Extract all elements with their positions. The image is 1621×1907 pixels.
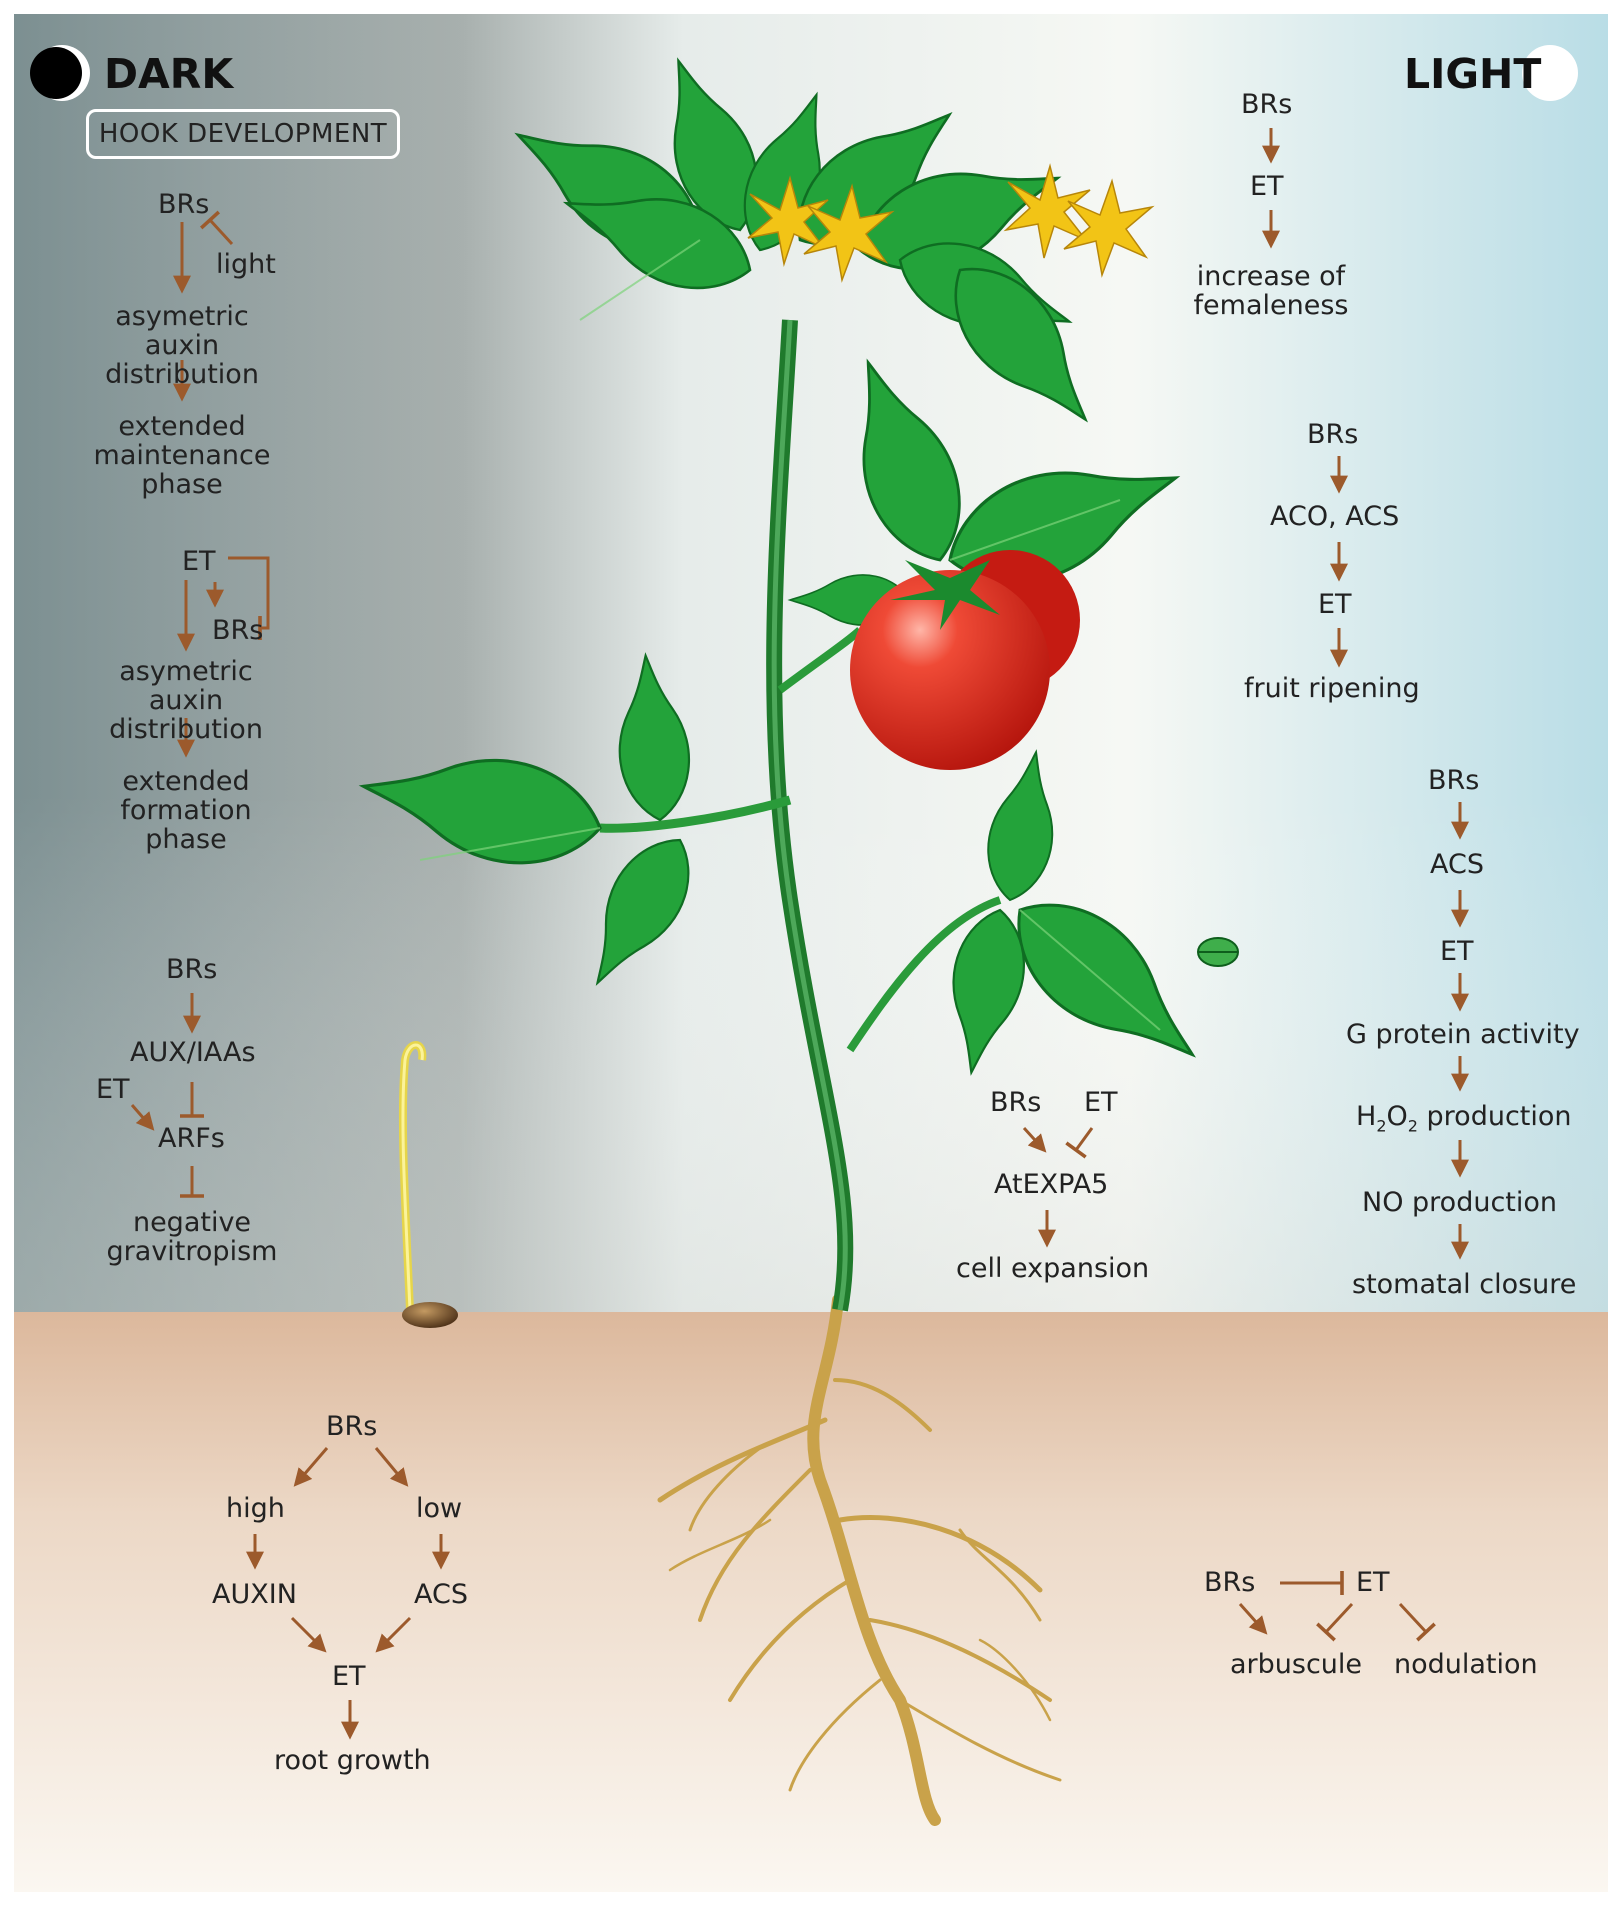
ripen-aco: ACO, ACS (1270, 501, 1400, 532)
root-system (657, 1294, 1062, 1826)
sun-icon (1522, 45, 1578, 101)
grav-et: ET (96, 1074, 130, 1105)
hook-development-label: HOOK DEVELOPMENT (98, 119, 388, 149)
hook1-auxin: asymetric auxin distribution (105, 301, 259, 390)
root-acs: ACS (414, 1579, 468, 1610)
root-result: root growth (274, 1745, 431, 1776)
hook1-brs: BRs (158, 189, 210, 220)
hook1-phase: extended maintenance phase (93, 411, 271, 500)
hook2-brs: BRs (212, 615, 264, 646)
stoma-result: stomatal closure (1352, 1269, 1577, 1300)
exp-et: ET (1084, 1087, 1118, 1118)
ripen-et: ET (1318, 589, 1352, 620)
h2o2-h: H (1356, 1101, 1377, 1132)
h2o2-sub1: 2 (1376, 1116, 1387, 1136)
h2o2-production: production (1417, 1101, 1572, 1132)
hook2-auxin: asymetric auxin distribution (109, 656, 263, 745)
root-low: low (416, 1493, 463, 1524)
root-high: high (226, 1493, 285, 1524)
symb-nodulation: nodulation (1394, 1649, 1538, 1680)
h2o2-sub2: 2 (1407, 1116, 1418, 1136)
flowers (747, 163, 1155, 283)
stoma-g-protein: G protein activity (1346, 1019, 1580, 1050)
stoma-et: ET (1440, 936, 1474, 967)
plant-stem (599, 319, 1002, 1312)
grav-arfs: ARFs (158, 1123, 225, 1154)
symb-brs: BRs (1204, 1567, 1256, 1598)
grav-auxiaas: AUX/IAAs (130, 1037, 256, 1068)
fem-et: ET (1250, 171, 1284, 202)
symb-arbuscule: arbuscule (1230, 1649, 1363, 1680)
ripen-brs: BRs (1307, 419, 1359, 450)
stoma (1197, 937, 1239, 967)
exp-result: cell expansion (956, 1253, 1150, 1284)
h2o2-o: O (1386, 1101, 1408, 1132)
stoma-h2o2: H2O2 production (1356, 1102, 1572, 1140)
fem-brs: BRs (1241, 89, 1293, 120)
exp-brs: BRs (990, 1087, 1042, 1118)
hook1-light: light (216, 249, 276, 280)
root-brs: BRs (326, 1411, 378, 1442)
light-heading: LIGHT (1404, 50, 1542, 98)
exp-expa: AtEXPA5 (994, 1169, 1109, 1200)
root-et: ET (332, 1661, 366, 1692)
root-auxin: AUXIN (212, 1579, 297, 1610)
fem-result: increase of femaleness (1193, 261, 1349, 321)
ripen-result: fruit ripening (1244, 673, 1420, 704)
grav-result: negative gravitropism (106, 1207, 278, 1267)
tomato-fruit (850, 550, 1080, 770)
hook2-phase: extended formation phase (120, 766, 252, 855)
symb-et: ET (1356, 1567, 1390, 1598)
grav-brs: BRs (166, 954, 218, 985)
stoma-brs: BRs (1428, 765, 1480, 796)
dark-heading: DARK (104, 50, 234, 98)
hook2-et: ET (182, 546, 216, 577)
hook-development-box: HOOK DEVELOPMENT (86, 109, 400, 159)
stoma-acs: ACS (1430, 849, 1484, 880)
stoma-no: NO production (1362, 1187, 1558, 1218)
seedling (398, 1041, 458, 1328)
moon-icon (30, 45, 90, 101)
